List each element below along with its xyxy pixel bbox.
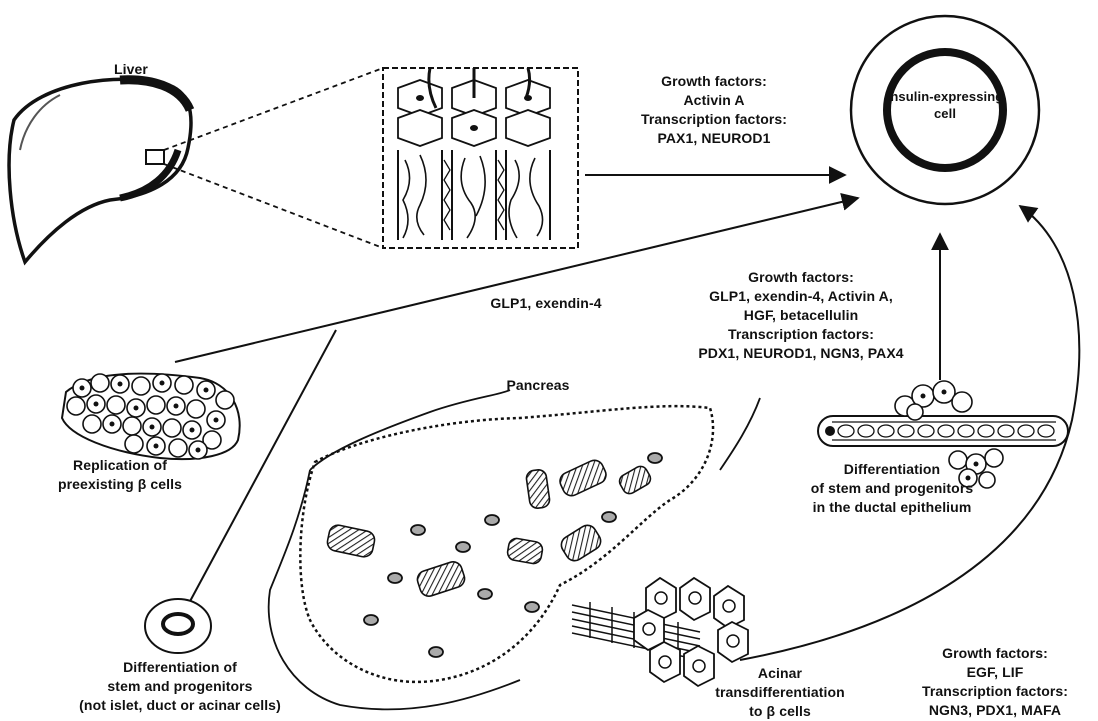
insulin-cell-label-line-2: cell	[858, 105, 1032, 122]
ductal-label-line-2: of stem and progenitors	[782, 479, 1002, 498]
replication-label: Replication of preexisting β cells	[20, 456, 220, 494]
acinar-pathway-line-3: Transcription factors:	[900, 682, 1090, 701]
liver-label: Liver	[96, 60, 166, 79]
liver-illustration	[9, 79, 191, 262]
stem-label-line-3: (not islet, duct or acinar cells)	[40, 696, 320, 715]
liver-pathway-line-3: Transcription factors:	[598, 110, 830, 129]
liver-pathway-line-4: PAX1, NEUROD1	[598, 129, 830, 148]
acinar-pathway-line-4: NGN3, PDX1, MAFA	[900, 701, 1090, 720]
acinar-label-line-2: transdifferentiation	[690, 683, 870, 702]
ductal-label: Differentiation of stem and progenitors …	[782, 460, 1002, 517]
zoom-line-bottom	[164, 164, 383, 248]
liver-pathway-line-2: Activin A	[598, 91, 830, 110]
liver-sample-box	[146, 150, 164, 164]
ductal-pathway-line-1: Growth factors:	[666, 268, 936, 287]
acinar-pathway-line-1: Growth factors:	[900, 644, 1090, 663]
ductal-pathway-line-4: Transcription factors:	[666, 325, 936, 344]
ductal-pathway-line-5: PDX1, NEUROD1, NGN3, PAX4	[666, 344, 936, 363]
liver-pathway-line-1: Growth factors:	[598, 72, 830, 91]
stem-label-line-2: stem and progenitors	[40, 677, 320, 696]
replication-factor-label: GLP1, exendin-4	[476, 294, 616, 313]
stem-label: Differentiation of stem and progenitors …	[40, 658, 320, 715]
ductal-pathway-line-3: HGF, betacellulin	[666, 306, 936, 325]
stem-cell	[145, 599, 211, 653]
acinar-label-line-1: Acinar	[690, 664, 870, 683]
ductal-label-line-1: Differentiation	[782, 460, 1002, 479]
zoom-line-top	[164, 68, 383, 150]
stem-label-line-1: Differentiation of	[40, 658, 320, 677]
acinar-pathway-factors: Growth factors: EGF, LIF Transcription f…	[900, 644, 1090, 720]
beta-cell-cluster	[62, 374, 240, 459]
acinar-pathway-line-2: EGF, LIF	[900, 663, 1090, 682]
ductal-pathway-line-2: GLP1, exendin-4, Activin A,	[666, 287, 936, 306]
ductal-label-line-3: in the ductal epithelium	[782, 498, 1002, 517]
replication-label-line-2: preexisting β cells	[20, 475, 220, 494]
replication-label-line-1: Replication of	[20, 456, 220, 475]
pancreas-label: Pancreas	[488, 376, 588, 395]
liver-tissue-inset	[383, 68, 578, 248]
insulin-cell-label: Insulin-expressing cell	[858, 88, 1032, 122]
ductal-pathway-factors: Growth factors: GLP1, exendin-4, Activin…	[666, 268, 936, 363]
liver-pathway-factors: Growth factors: Activin A Transcription …	[598, 72, 830, 148]
acinar-label: Acinar transdifferentiation to β cells	[690, 664, 870, 721]
insulin-cell-label-line-1: Insulin-expressing	[858, 88, 1032, 105]
acinar-label-line-3: to β cells	[690, 702, 870, 721]
